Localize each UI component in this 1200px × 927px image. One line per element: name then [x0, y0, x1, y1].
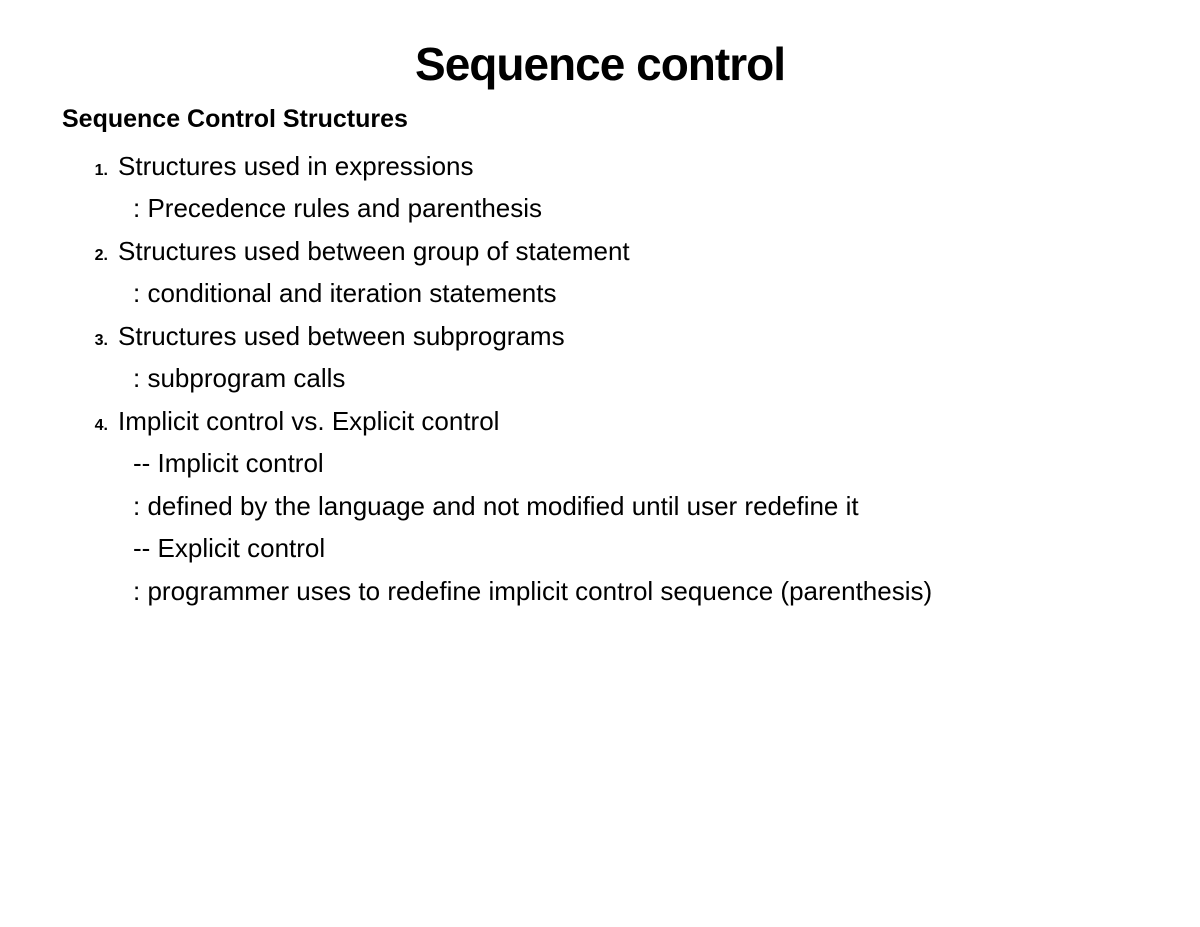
slide-body: Sequence Control Structures 1. Structure…	[0, 103, 1200, 612]
list-item-subline: : defined by the language and not modifi…	[133, 490, 859, 521]
list-item-subline: -- Implicit control	[133, 448, 324, 479]
section-heading: Sequence Control Structures	[62, 104, 408, 133]
list-item-subline: : subprogram calls	[133, 363, 346, 394]
list-item-subline: : Precedence rules and parenthesis	[133, 193, 543, 224]
list-item-subline: : conditional and iteration statements	[133, 278, 557, 309]
list-item: 3. Structures used between subprograms :…	[62, 315, 1160, 400]
list-item-number: 2.	[94, 246, 108, 264]
list-item-text: Implicit control vs. Explicit control	[118, 405, 500, 436]
list-item: 1. Structures used in expressions : Prec…	[62, 145, 1160, 230]
list-item-subline: : programmer uses to redefine implicit c…	[133, 575, 933, 606]
list-item-main: 4. Implicit control vs. Explicit control	[62, 400, 1160, 443]
list-item-main: 2. Structures used between group of stat…	[62, 230, 1160, 273]
list-item-number: 4.	[94, 416, 108, 434]
list-item-number: 3.	[94, 331, 108, 349]
list-item-text: Structures used between subprograms	[118, 320, 565, 351]
outline-list: 1. Structures used in expressions : Prec…	[62, 145, 1160, 613]
list-item: 2. Structures used between group of stat…	[62, 230, 1160, 315]
list-item-number: 1.	[94, 161, 108, 179]
list-item-main: 1. Structures used in expressions	[62, 145, 1160, 188]
list-item-main: 3. Structures used between subprograms	[62, 315, 1160, 358]
page-title: Sequence control	[415, 38, 786, 90]
list-item-subline: -- Explicit control	[133, 533, 326, 564]
list-item: 4. Implicit control vs. Explicit control…	[62, 400, 1160, 613]
list-item-text: Structures used between group of stateme…	[118, 235, 630, 266]
list-item-text: Structures used in expressions	[118, 150, 474, 181]
